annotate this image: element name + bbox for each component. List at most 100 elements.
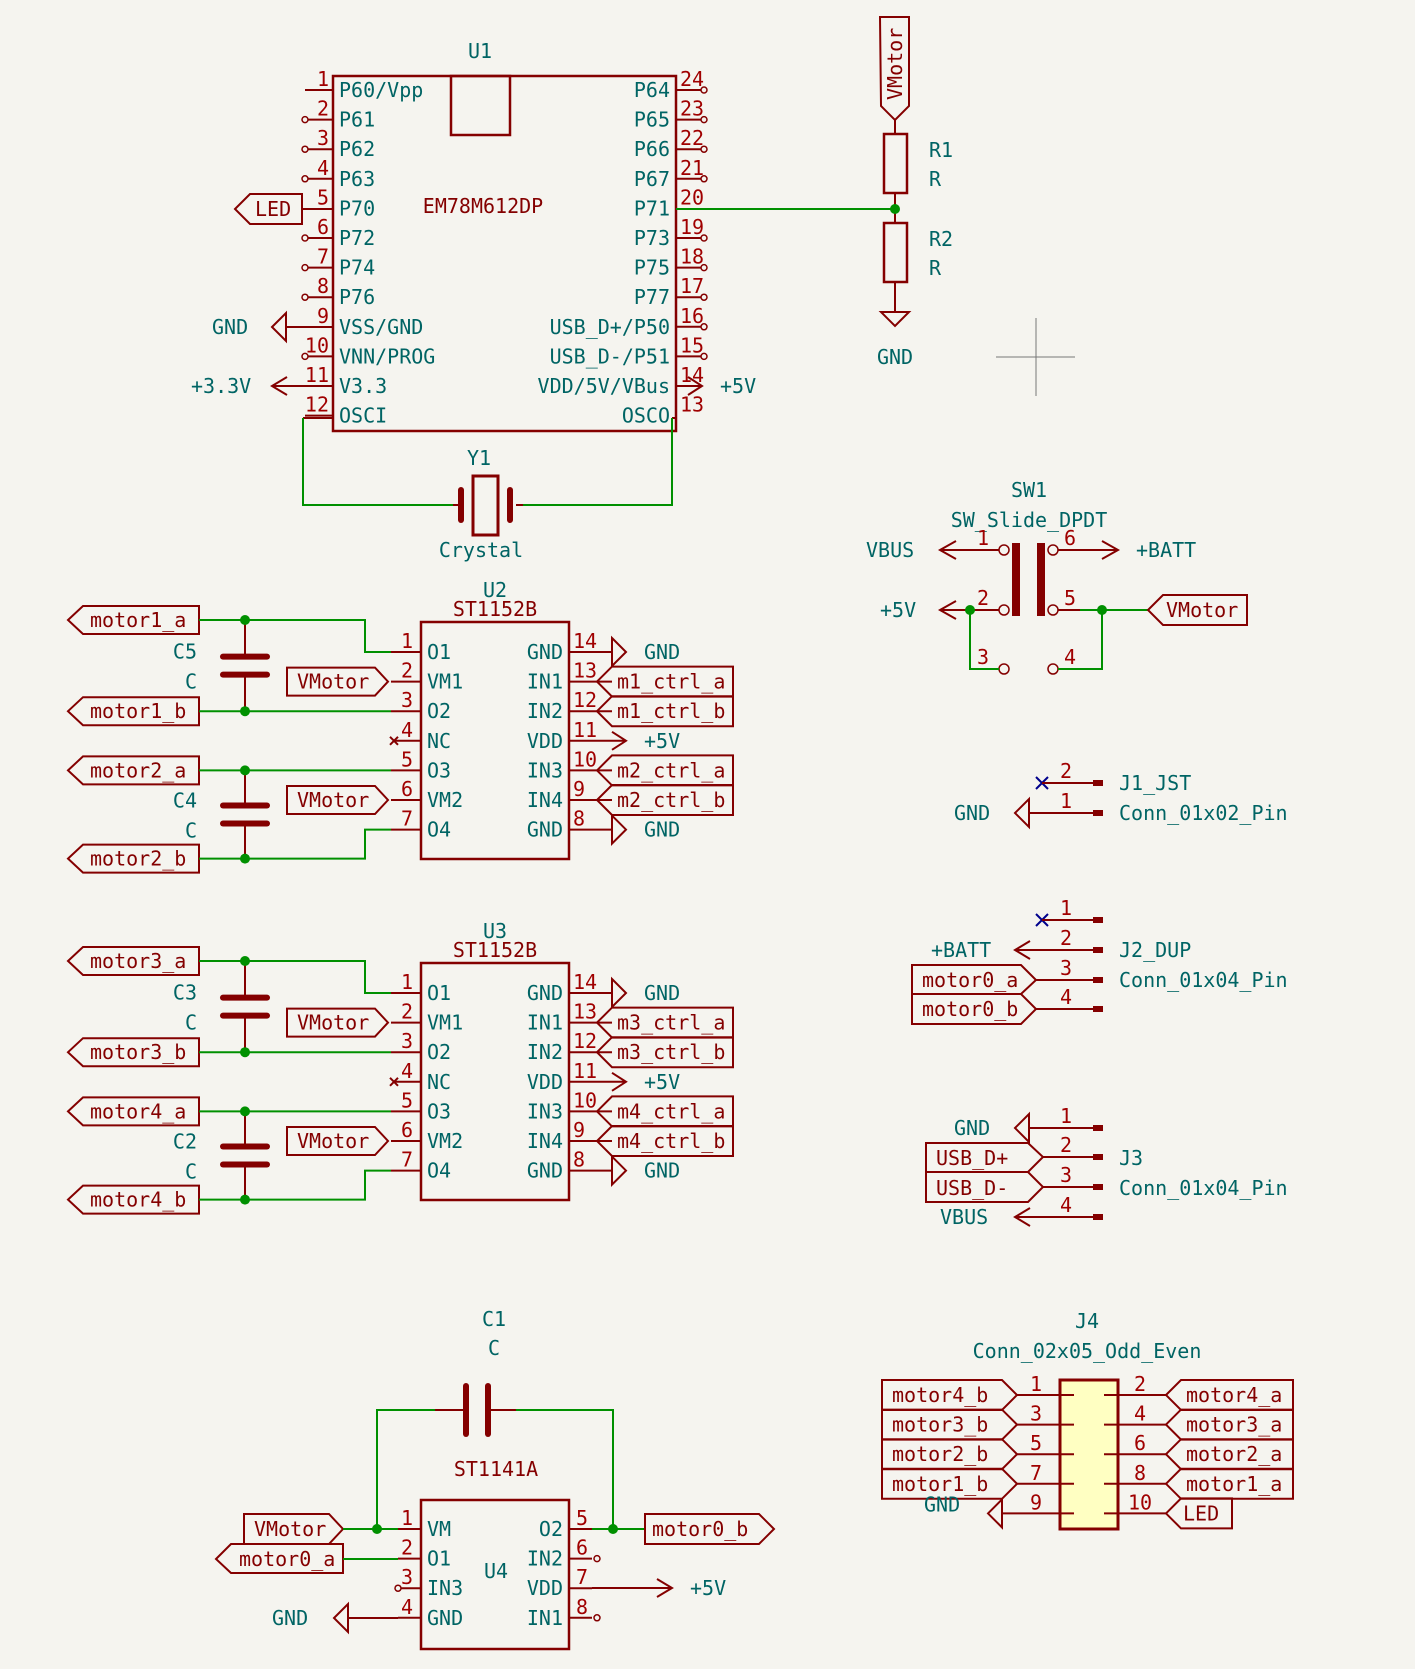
pin-number: 2 — [1060, 1133, 1072, 1157]
gnd-label: GND — [644, 640, 680, 664]
ctrl-net-label-text: m2_ctrl_b — [617, 788, 725, 812]
pin-number: 11 — [573, 718, 597, 742]
sw1-slide-switch[interactable]: SW1 SW_Slide_DPDT 1 2 3 4 5 6 VBUS +BATT… — [866, 478, 1248, 675]
pin-name: O3 — [427, 1099, 451, 1123]
c1-value: C — [488, 1336, 500, 1360]
pin-name: IN1 — [527, 1606, 563, 1630]
unconnected-pin-marker — [700, 263, 708, 272]
motor-net-label-text: motor2_a — [1186, 1442, 1282, 1466]
pin-number: 1 — [401, 629, 413, 653]
wire — [199, 1169, 391, 1201]
pin-number: 24 — [680, 67, 704, 91]
pin-number: 7 — [576, 1565, 588, 1589]
gnd-symbol — [611, 813, 628, 847]
r1-body — [882, 132, 909, 195]
vmotor-label — [286, 666, 390, 697]
unconnected-pin-marker — [394, 1584, 402, 1592]
u1-right-pins: 24P6423P6522P6621P6720P7119P7318P7517P77… — [538, 67, 708, 428]
pin-name: IN2 — [527, 699, 563, 723]
pin-number: 2 — [1134, 1372, 1146, 1396]
motor-net-label-text: motor3_b — [90, 1040, 186, 1064]
pin-name: O3 — [427, 758, 451, 782]
j1-connector[interactable]: 2 1 GND J1_JST Conn_01x02_Pin — [954, 759, 1288, 830]
pin-number: 9 — [1030, 1490, 1042, 1514]
pin-number: 4 — [1060, 985, 1072, 1009]
pin-number: 21 — [680, 156, 704, 180]
no-connect-icon — [389, 736, 399, 746]
pin-number: 6 — [576, 1536, 588, 1560]
pin-number: 13 — [573, 659, 597, 683]
ctrl-net-label — [595, 784, 734, 816]
pin-number: 4 — [401, 718, 413, 742]
pin-name: P70 — [339, 196, 375, 220]
pin-name: IN4 — [527, 1129, 563, 1153]
pin-number: 5 — [1030, 1431, 1042, 1455]
j3-value: Conn_01x04_Pin — [1119, 1176, 1288, 1200]
wire — [199, 619, 391, 653]
pin-number: 6 — [1134, 1431, 1146, 1455]
pin-number: 8 — [1134, 1461, 1146, 1485]
ctrl-net-label-text: m4_ctrl_a — [617, 1099, 725, 1123]
gnd-symbol — [270, 310, 333, 344]
pin-number: 6 — [1064, 526, 1076, 550]
gnd-label: GND — [212, 315, 248, 339]
v5-label: +5V — [720, 374, 756, 398]
pin-number: 3 — [977, 645, 989, 669]
wire — [199, 828, 391, 860]
pin-number: 1 — [1030, 1372, 1042, 1396]
pin-number: 9 — [573, 1118, 585, 1142]
sw1-ref: SW1 — [1011, 478, 1047, 502]
led-net-label: LED — [255, 197, 291, 221]
r1-value: R — [929, 167, 942, 191]
pin-name: OSCI — [339, 404, 387, 428]
driver-ref: U2 — [483, 578, 507, 602]
c1-ref: C1 — [482, 1307, 506, 1331]
pin-name: O1 — [427, 981, 451, 1005]
gnd-symbol — [611, 1154, 628, 1188]
pin-number: 14 — [680, 363, 704, 387]
gnd-symbol — [878, 311, 912, 328]
pin-name: O2 — [427, 699, 451, 723]
sw1-value: SW_Slide_DPDT — [951, 508, 1108, 532]
y1-ref: Y1 — [467, 446, 491, 470]
junction-dot — [240, 706, 250, 717]
pin-number: 2 — [977, 586, 989, 610]
unconnected-pin-marker — [700, 115, 708, 124]
j4-header[interactable]: J4 Conn_02x05_Odd_Even 1motor4_b3motor3_… — [881, 1309, 1294, 1531]
junction-dot — [240, 1047, 250, 1058]
pin-number: 18 — [680, 245, 704, 269]
motor-net-label — [881, 1467, 1019, 1500]
pin-number: 1 — [1060, 789, 1072, 813]
v5-power-symbol — [676, 376, 704, 396]
pin-name: IN1 — [527, 1011, 563, 1035]
junction-dot — [240, 956, 250, 966]
cap-ref: C2 — [173, 1130, 197, 1154]
r2-body — [882, 221, 909, 284]
j4-ref: J4 — [1075, 1309, 1099, 1333]
pin-number: 7 — [401, 1148, 413, 1172]
v33-label: +3.3V — [191, 374, 251, 398]
cap-value: C — [185, 670, 197, 694]
vmotor-label — [286, 1126, 390, 1156]
pin-name: VDD/5V/VBus — [538, 374, 670, 398]
j2-connector[interactable]: 1 2 3 4 +BATT motor0_a motor0_b J2_DUP C… — [911, 896, 1288, 1025]
j3-connector[interactable]: 1 2 3 4 GND USB_D+ USB_D- VBUS J3 Conn_0… — [925, 1104, 1288, 1229]
pin-number: 8 — [573, 1148, 585, 1172]
batt-label: +BATT — [1136, 538, 1196, 562]
gnd-symbol — [611, 635, 628, 669]
pin-name: IN3 — [527, 1099, 563, 1123]
pin-name: VM2 — [427, 788, 463, 812]
driver-value: ST1152B — [453, 597, 537, 621]
resistor-divider[interactable]: VMotor R1 R R2 R GND — [877, 16, 953, 369]
pin-number: 4 — [1064, 645, 1076, 669]
pin-number: 1 — [401, 970, 413, 994]
junction-dot — [240, 765, 250, 776]
vmotor-label — [1146, 594, 1248, 626]
y1-crystal[interactable]: Y1 Crystal — [302, 418, 673, 562]
